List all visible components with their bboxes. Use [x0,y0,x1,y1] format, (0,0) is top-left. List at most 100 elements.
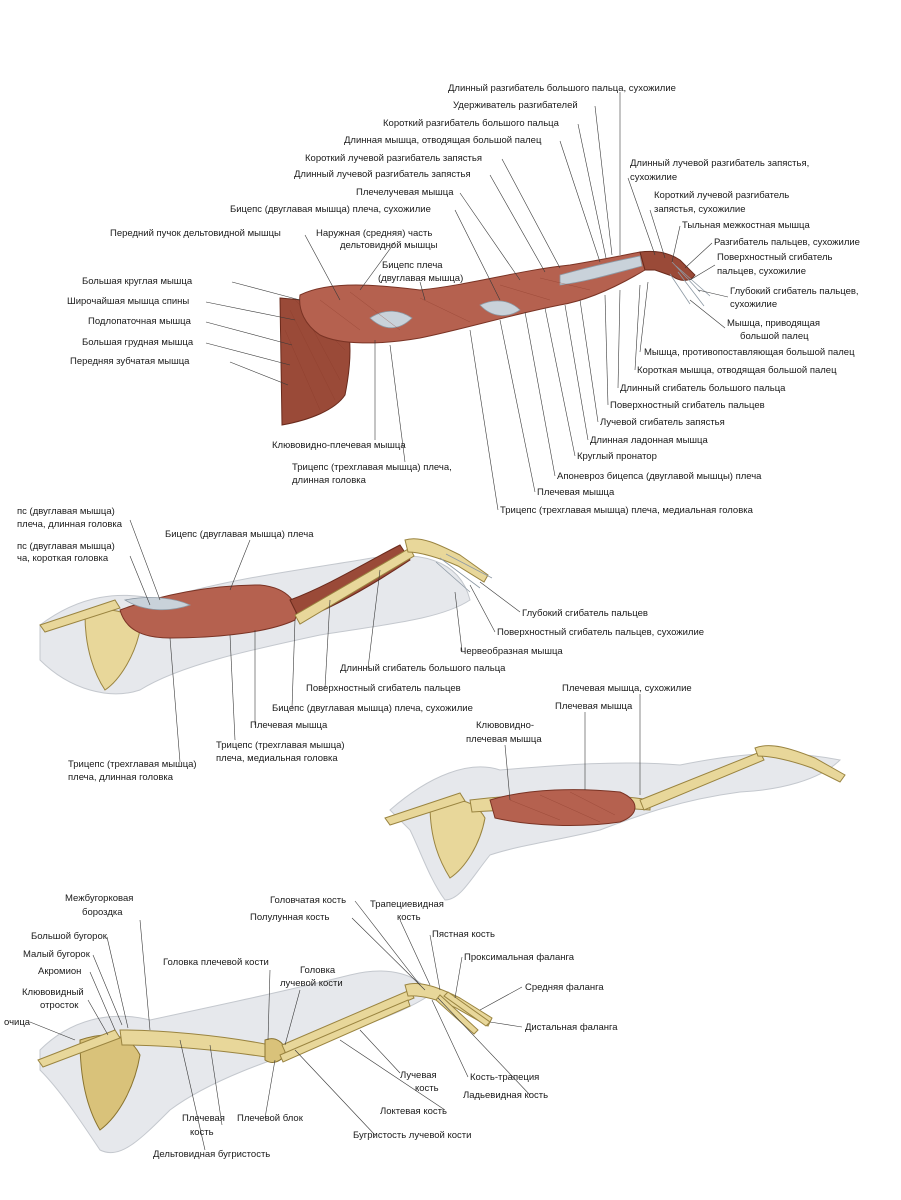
label-fds: Поверхностный сгибатель пальцев [610,400,765,411]
label-trapezium: Кость-трапеция [470,1072,539,1083]
label-brachialis-2: Плечевая мышца [250,720,328,731]
label-flexor-pollicis-longus: Длинный сгибатель большого пальца [620,383,786,394]
label-brachioradialis: Плечелучевая мышца [356,187,454,198]
label-deltoid-middle-b: дельтовидной мышцы [340,240,438,251]
label-humerus-b: кость [190,1127,214,1138]
label-extensor-pollicis-longus-tendon: Длинный разгибатель большого пальца, сух… [448,83,676,94]
label-ecrl-tendon-b: сухожилие [630,172,677,183]
label-trapezoid-a: Трапециевидная [370,899,444,910]
label-biceps-b: (двуглавая мышца) [378,273,463,284]
panel3-labels: Плечевая мышца, сухожилие Плечевая мышца… [466,683,692,745]
hand-bones [404,983,493,1027]
label-metacarpal: Пястная кость [432,929,495,940]
label-coracobrachialis-a: Клювовидно- [476,720,534,731]
label-ext-carpi-radialis-brevis: Короткий лучевой разгибатель запястья [305,153,482,164]
label-coracoid-process-b: отросток [40,1000,79,1011]
label-brachialis-3: Плечевая мышца [555,701,633,712]
label-ecrl-tendon-a: Длинный лучевой разгибатель запястья, [630,158,809,169]
label-coracoid-process-a: Клювовидный [22,987,84,998]
label-radius-a: Лучевая [400,1070,437,1081]
label-triceps-medial: Трицепс (трехглавая мышца) плеча, медиал… [500,505,754,516]
label-latissimus-dorsi: Широчайшая мышца спины [67,296,189,307]
radius-bone [281,989,415,1055]
label-dorsal-interosseous: Тыльная межкостная мышца [682,220,810,231]
label-fds-2: Поверхностный сгибатель пальцев [306,683,461,694]
arm-muscles-illustration [299,250,711,344]
label-triceps-medial-a: Трицепс (трехглавая мышца) [216,740,345,751]
label-fds-tendon: Поверхностный сгибатель пальцев, сухожил… [497,627,704,638]
label-ecrb-tendon-a: Короткий лучевой разгибатель [654,190,789,201]
label-triceps-long-2b: плеча, длинная головка [68,772,174,783]
label-ulna: Локтевая кость [380,1106,447,1117]
label-radius-b: кость [415,1083,439,1094]
label-deltoid-tuberosity: Дельтовидная бугристость [153,1149,270,1160]
leader-lines [29,92,729,1151]
label-capitate: Головчатая кость [270,895,346,906]
label-flexor-carpi-radialis: Лучевой сгибатель запястья [600,417,725,428]
label-biceps-short-head-b: ча, короткая головка [17,553,109,564]
label-biceps-tendon: Бицепс (двуглавая мышца) плеча, сухожили… [230,204,431,215]
label-radial-head-a: Головка [300,965,336,976]
label-brachialis: Плечевая мышца [537,487,615,498]
label-fdp: Глубокий сгибатель пальцев [522,608,648,619]
label-biceps-long-head-a: пс (двуглавая мышца) [17,506,115,517]
label-ecrb-tendon-b: запястья, сухожилие [654,204,746,215]
label-intertubercular-groove-b: бороздка [82,907,123,918]
panel-brachialis [384,745,846,901]
panel3-scapula-bone [384,792,486,879]
label-flexor-pollicis-longus-2: Длинный сгибатель большого пальца [340,663,506,674]
label-brachialis-tendon: Плечевая мышца, сухожилие [562,683,692,694]
panel3-body-silhouette [389,753,842,901]
label-acromion: Акромион [38,966,81,977]
label-proximal-phalanx: Проксимальная фаланга [464,952,575,963]
label-distal-phalanx: Дистальная фаланга [525,1022,618,1033]
label-abductor-pollicis-longus: Длинная мышца, отводящая большой палец [344,135,542,146]
label-adductor-pollicis-b: большой палец [740,331,809,342]
label-abductor-pollicis-brevis: Короткая мышца, отводящая большой палец [637,365,837,376]
label-pronator-teres: Круглый пронатор [577,451,657,462]
label-radial-head-b: лучевой кости [280,978,343,989]
panel1-labels: Длинный разгибатель большого пальца, сух… [67,83,860,516]
label-humeral-head: Головка плечевой кости [163,957,269,968]
label-middle-phalanx: Средняя фаланга [525,982,604,993]
label-extensor-pollicis-brevis: Короткий разгибатель большого пальца [383,118,560,129]
label-extensor-retinaculum: Удерживатель разгибателей [453,100,578,111]
label-extensor-digitorum-tendon: Разгибатель пальцев, сухожилие [714,237,860,248]
label-opponens-pollicis: Мышца, противопоставляющая большой палец [644,347,855,358]
panel4-scapula-bone [37,1029,141,1131]
label-trochlea: Плечевой блок [237,1113,304,1124]
label-deltoid-anterior: Передний пучок дельтовидной мышцы [110,228,281,239]
label-radial-tuberosity: Бугристость лучевой кости [353,1130,471,1141]
label-biceps-a: Бицепс плеча [382,260,443,271]
label-fdp-tendon-a: Глубокий сгибатель пальцев, [730,286,859,297]
label-triceps-long-b: длинная головка [292,475,367,486]
label-lumbricals: Червеобразная мышца [460,646,563,657]
panel-superficial-muscles [279,250,711,426]
label-fds-tendon-a: Поверхностный сгибатель [717,252,832,263]
label-triceps-medial-b: плеча, медиальная головка [216,753,338,764]
label-triceps-long-2a: Трицепс (трехглавая мышца) [68,759,197,770]
label-biceps-long-head-b: плеча, длинная головка [17,519,123,530]
label-teres-major: Большая круглая мышца [82,276,193,287]
label-palmaris-longus: Длинная ладонная мышца [590,435,708,446]
ulna-bone [279,999,411,1063]
label-lunate: Полулунная кость [250,912,329,923]
label-fdp-tendon-b: сухожилие [730,299,777,310]
label-triceps-long-a: Трицепс (трехглавая мышца) плеча, [292,462,452,473]
label-biceps-tendon-2: Бицепс (двуглавая мышца) плеча, сухожили… [272,703,473,714]
panel2-scapula-bone [39,599,141,691]
label-deltoid-middle-a: Наружная (средняя) часть [316,228,432,239]
label-adductor-pollicis-a: Мышца, приводящая [727,318,820,329]
label-subscapularis: Подлопаточная мышца [88,316,192,327]
label-bicipital-aponeurosis: Апоневроз бицепса (двуглавой мышцы) плеч… [557,471,762,482]
panel2-labels: пс (двуглавая мышца) плеча, длинная голо… [17,506,704,783]
label-intertubercular-groove-a: Межбугорковая [65,893,133,904]
label-greater-tubercle: Большой бугорок [31,931,108,942]
label-fds-tendon-b: пальцев, сухожилие [717,266,806,277]
label-trapezoid-b: кость [397,912,421,923]
panel4-labels: Межбугорковая бороздка Большой бугорок М… [4,893,618,1160]
label-biceps-short-head-a: пс (двуглавая мышца) [17,541,115,552]
label-pectoralis-major: Большая грудная мышца [82,337,194,348]
label-biceps-brachii: Бицепс (двуглавая мышца) плеча [165,529,314,540]
